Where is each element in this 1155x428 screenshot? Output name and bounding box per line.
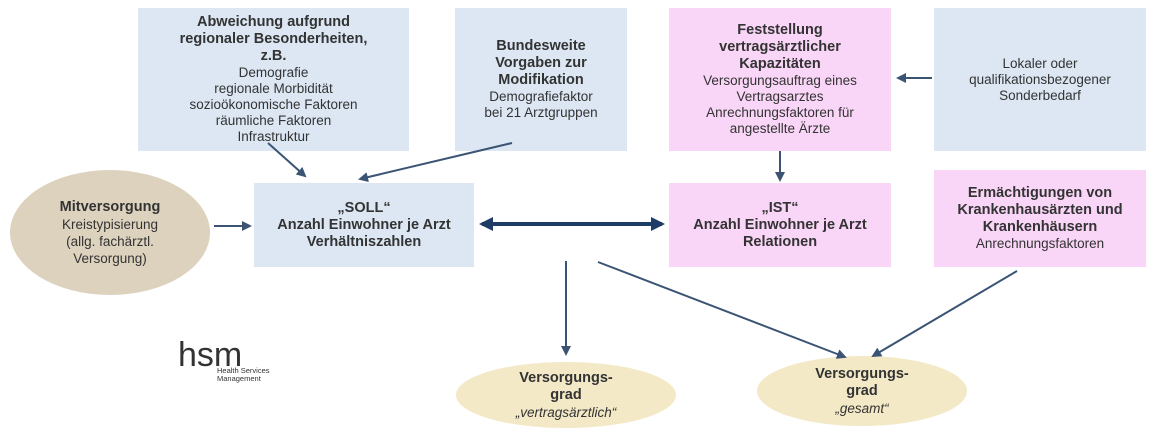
capacity-line: Anrechnungsfaktoren für bbox=[706, 105, 854, 120]
capacity-line: angestellte Ärzte bbox=[729, 121, 831, 136]
supply-degree-subtitle: „vertragsärztlich“ bbox=[515, 404, 617, 420]
arrow-federal-to-soll bbox=[358, 142, 513, 183]
authorizations-box: Ermächtigungen von Krankenhausärzten und… bbox=[934, 170, 1146, 267]
regional-line: Infrastruktur bbox=[237, 129, 310, 144]
co-supply-ellipse: Mitversorgung Kreistypisierung (allg. fa… bbox=[10, 170, 210, 295]
ist-line: Relationen bbox=[742, 233, 818, 250]
special-demand-box: Lokaler oder qualifikationsbezogener Son… bbox=[934, 8, 1146, 151]
hsm-logo-icon: hsm bbox=[178, 336, 242, 374]
special-demand-line: Sonderbedarf bbox=[999, 87, 1081, 103]
co-supply-line: Kreistypisierung bbox=[61, 216, 159, 232]
capacity-line: Versorgungsauftrag eines bbox=[703, 73, 857, 88]
supply-degree-subtitle: „gesamt“ bbox=[835, 400, 889, 416]
federal-line: bei 21 Arztgruppen bbox=[484, 105, 598, 120]
capacity-assessment-box: Feststellung vertragsärztlicher Kapazitä… bbox=[669, 8, 891, 151]
soll-line: Anzahl Einwohner je Arzt bbox=[277, 216, 451, 233]
regional-deviation-box: Abweichung aufgrund regionaler Besonderh… bbox=[138, 8, 409, 151]
capacity-title-line: Kapazitäten bbox=[739, 56, 821, 72]
federal-guidelines-box: Bundesweite Vorgaben zur Modifikation De… bbox=[455, 8, 627, 151]
supply-degree-title-line: grad bbox=[846, 382, 878, 399]
supply-degree-title-line: Versorgungs- bbox=[519, 369, 613, 386]
capacity-line: Vertragsarztes bbox=[736, 89, 824, 104]
special-demand-line: qualifikationsbezogener bbox=[969, 71, 1111, 87]
federal-title-line: Vorgaben zur bbox=[495, 55, 587, 71]
svg-text:hsm: hsm bbox=[178, 336, 242, 374]
target-soll-box: „SOLL“ Anzahl Einwohner je Arzt Verhältn… bbox=[254, 183, 474, 267]
supply-degree-contract-ellipse: Versorgungs- grad „vertragsärztlich“ bbox=[456, 362, 676, 428]
authorizations-title-line: Ermächtigungen von bbox=[967, 185, 1113, 201]
soll-title: „SOLL“ bbox=[337, 199, 391, 216]
authorizations-title-line: Krankenhausärzten und bbox=[957, 202, 1123, 218]
logo-line: Management bbox=[217, 374, 261, 383]
authorizations-line: Anrechnungsfaktoren bbox=[975, 236, 1105, 251]
arrow-authorizations-to-total bbox=[871, 270, 1018, 358]
regional-line: räumliche Faktoren bbox=[215, 113, 332, 128]
actual-ist-box: „IST“ Anzahl Einwohner je Arzt Relatione… bbox=[669, 183, 891, 267]
authorizations-title-line: Krankenhäusern bbox=[982, 219, 1098, 235]
regional-line: sozioökonomische Faktoren bbox=[189, 97, 358, 112]
co-supply-line: (allg. fachärztl. bbox=[66, 233, 154, 249]
supply-degree-title-line: Versorgungs- bbox=[815, 365, 909, 382]
arrow-regional-to-soll bbox=[267, 142, 307, 178]
co-supply-line: Versorgung) bbox=[73, 250, 147, 266]
regional-line: regionale Morbidität bbox=[214, 81, 333, 96]
capacity-title-line: Feststellung bbox=[737, 22, 823, 38]
supply-degree-total-ellipse: Versorgungs- grad „gesamt“ bbox=[757, 356, 967, 426]
arrow-to-supply-degree-total bbox=[597, 261, 847, 359]
soll-line: Verhältniszahlen bbox=[306, 233, 422, 250]
federal-title-line: Modifikation bbox=[498, 72, 584, 88]
capacity-title-line: vertragsärztlicher bbox=[719, 39, 841, 55]
supply-degree-title-line: grad bbox=[550, 386, 582, 403]
ist-line: Anzahl Einwohner je Arzt bbox=[693, 216, 867, 233]
logo-line: Health Services bbox=[217, 366, 270, 375]
regional-line: Demografie bbox=[238, 65, 309, 80]
ist-title: „IST“ bbox=[761, 199, 799, 216]
logo-subtitle: Health Services Management bbox=[217, 367, 270, 383]
special-demand-line: Lokaler oder bbox=[1002, 55, 1078, 71]
regional-deviation-title: Abweichung aufgrund regionaler Besonderh… bbox=[179, 14, 368, 64]
co-supply-title: Mitversorgung bbox=[59, 198, 161, 215]
federal-line: Demografiefaktor bbox=[489, 89, 593, 104]
federal-title-line: Bundesweite bbox=[496, 38, 586, 54]
